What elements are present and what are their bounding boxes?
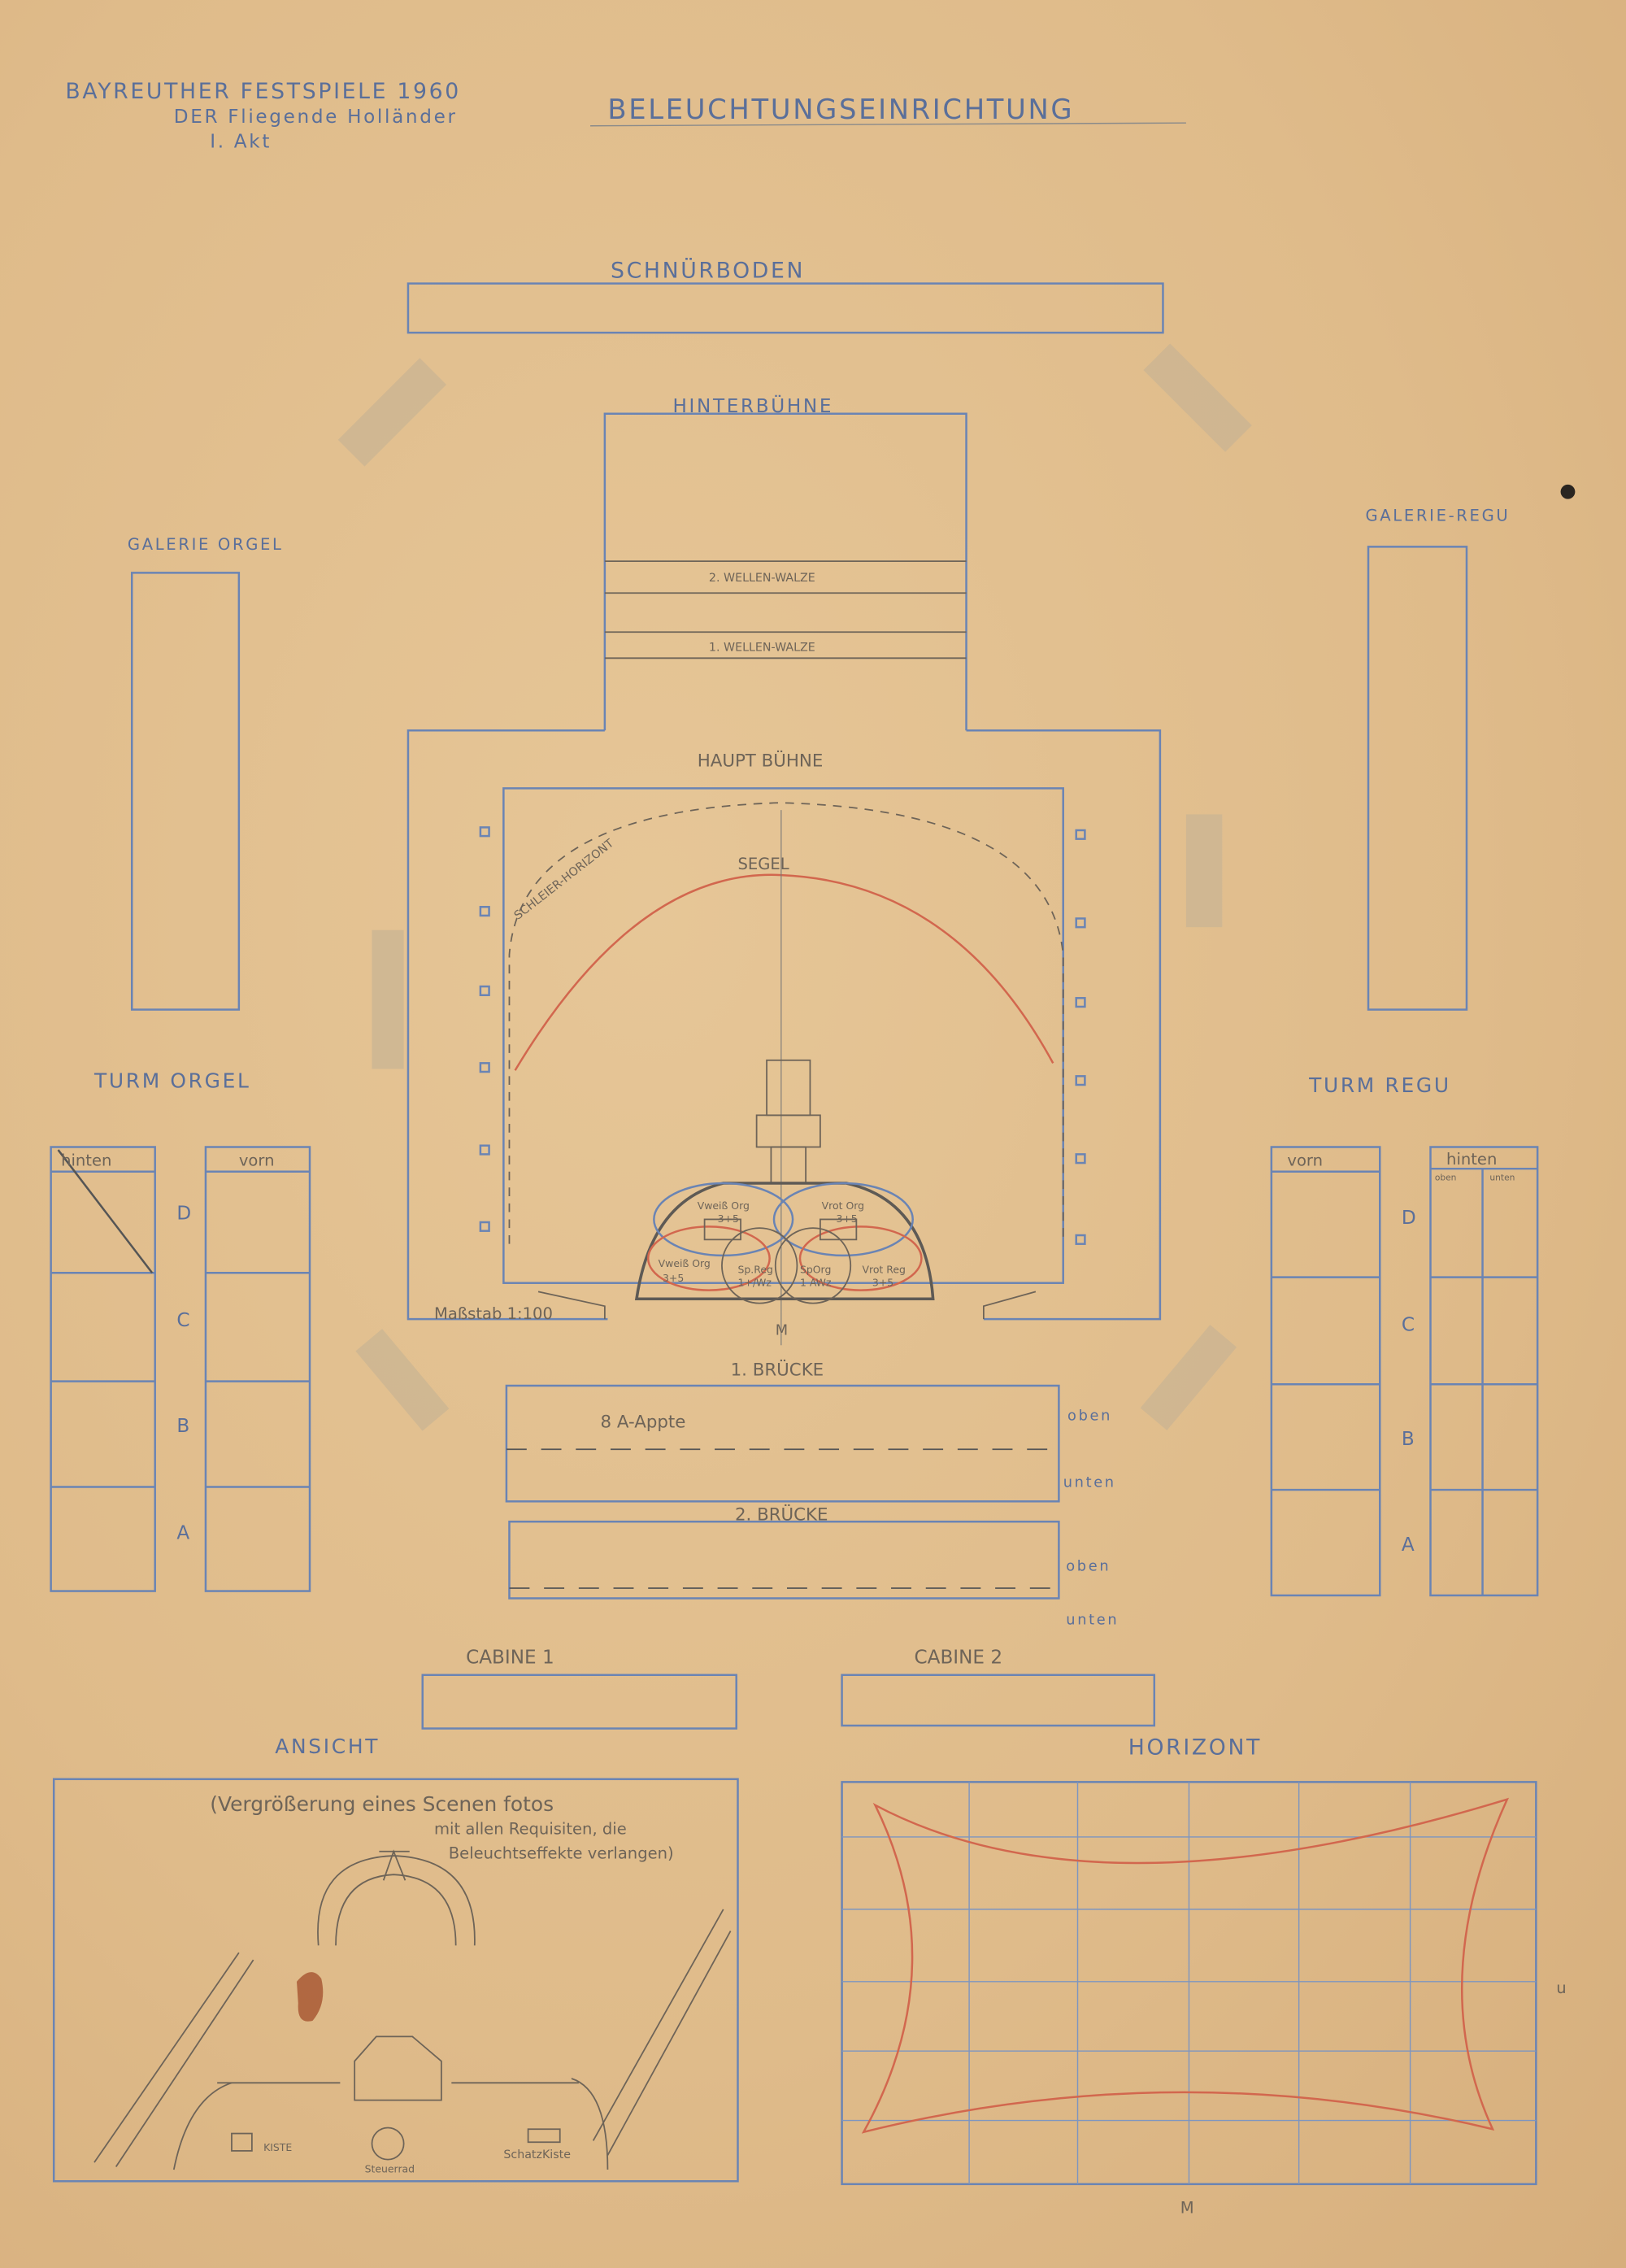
side-spotlights (479, 826, 1086, 1245)
bruecke-2-rect (508, 1520, 1060, 1600)
segel-curve (514, 873, 1054, 1071)
prop-label: SchatzKiste (503, 2148, 571, 2161)
prop-label: KISTE (263, 2141, 292, 2153)
light-value: 3+5 (663, 1272, 684, 1284)
turm-regu-sub-unten: unten (1489, 1172, 1515, 1182)
schleier-horizont-line (508, 802, 1064, 1244)
light-label: Vweiß Org (698, 1199, 750, 1212)
schnuerboden-label: SCHNÜRBODEN (611, 258, 805, 284)
ansicht-note-3: Beleuchtseffekte verlangen) (449, 1844, 674, 1863)
light-label: Vrot Reg (862, 1263, 905, 1275)
ansicht-note-1: (Vergrößerung eines Scenen fotos (210, 1792, 554, 1816)
bruecke-1-label: 1. BRÜCKE (731, 1360, 824, 1381)
light-label: Vrot Org (822, 1199, 864, 1212)
turm-orgel-label: TURM ORGEL (93, 1069, 251, 1093)
turm-orgel-col-vorn: vorn (239, 1151, 275, 1170)
prop-label: Steuerrad (365, 2163, 415, 2175)
galerie-regu-label: GALERIE-REGU (1365, 506, 1510, 525)
bruecke-2-oben: oben (1066, 1558, 1111, 1575)
galerie-regu-rect (1367, 546, 1468, 1011)
light-value: 1 AWz (800, 1276, 832, 1288)
ansicht-title: ANSICHT (275, 1735, 380, 1758)
level-label: C (176, 1310, 192, 1331)
opera-title: DER Fliegende Holländer (174, 107, 458, 128)
tape-strips (337, 343, 1252, 1431)
hauptbuehne-outline (406, 729, 1162, 1321)
cabine-1-rect (421, 1674, 737, 1730)
bruecke-1-note: 8 A-Appte (601, 1413, 686, 1433)
level-label: D (1402, 1208, 1418, 1229)
light-value: 1+/Wz (738, 1276, 772, 1288)
segel-label: SEGEL (738, 855, 789, 873)
act-label: I. Akt (210, 131, 272, 152)
turm-orgel-grid (50, 1146, 311, 1592)
level-label: B (1402, 1429, 1417, 1450)
hinterbuehne-outline (603, 412, 967, 731)
cabine-2-rect (841, 1674, 1156, 1727)
stain (297, 1972, 324, 2022)
scale-label: Maßstab 1:100 (434, 1304, 553, 1323)
level-label: B (176, 1416, 192, 1437)
schleier-label: SCHLEIER-HORIZONT (512, 837, 617, 922)
light-value: 3+5 (872, 1276, 893, 1288)
light-label: Vweiß Org (659, 1257, 711, 1269)
horizont-title: HORIZONT (1128, 1735, 1262, 1761)
cabine-1-label: CABINE 1 (466, 1648, 554, 1669)
festival-title: BAYREUTHER FESTSPIELE 1960 (65, 79, 460, 104)
walze-1-label: 1. WELLEN-WALZE (709, 641, 815, 654)
hauptbuehne-label: HAUPT BÜHNE (698, 751, 824, 772)
level-label: A (176, 1523, 191, 1544)
galerie-orgel-rect (130, 572, 241, 1011)
center-mark: M (776, 1322, 788, 1339)
turm-regu-label: TURM REGU (1308, 1073, 1451, 1097)
light-ellipses (646, 1182, 923, 1304)
light-value: 3+5 (836, 1212, 857, 1225)
mast (755, 1059, 821, 1184)
light-label: SpOrg (800, 1263, 831, 1275)
horizont-side-mark: u (1556, 1979, 1566, 1997)
horizont-shape (861, 1797, 1510, 2134)
ansicht-frame (52, 1778, 739, 2183)
bruecke-2-unten: unten (1066, 1611, 1119, 1628)
bruecke-1-rect (505, 1384, 1060, 1503)
horizont-grid (841, 1782, 1537, 2184)
ansicht-sketch (93, 1849, 732, 2170)
level-label: A (1402, 1534, 1416, 1556)
horizont-bottom-mark: M (1180, 2198, 1194, 2217)
level-label: D (176, 1203, 193, 1224)
light-label: Sp.Reg (738, 1263, 773, 1275)
ink-spot (1560, 484, 1576, 499)
ansicht-note-2: mit allen Requisiten, die (434, 1819, 627, 1838)
galerie-orgel-label: GALERIE ORGEL (128, 535, 284, 554)
turm-regu-col-hinten: hinten (1446, 1150, 1497, 1169)
bruecke-1-oben: oben (1067, 1408, 1112, 1425)
turm-regu-sub-oben: oben (1435, 1172, 1457, 1182)
schnuerboden-rect (406, 282, 1164, 334)
page-title: BELEUCHTUNGSEINRICHTUNG (607, 94, 1074, 125)
title-underline (590, 122, 1186, 127)
cabine-2-label: CABINE 2 (915, 1648, 1003, 1669)
proscenium-edges (537, 1291, 1037, 1320)
bruecke-1-unten: unten (1063, 1474, 1116, 1491)
turm-regu-col-vorn: vorn (1287, 1151, 1323, 1170)
turm-regu-grid (1270, 1146, 1539, 1597)
level-label: C (1402, 1314, 1417, 1335)
stage-inner-rect (502, 787, 1064, 1284)
walze-2-label: 2. WELLEN-WALZE (709, 572, 815, 585)
turm-orgel-col-hinten: hinten (61, 1151, 111, 1170)
light-value: 3+5 (718, 1212, 739, 1225)
